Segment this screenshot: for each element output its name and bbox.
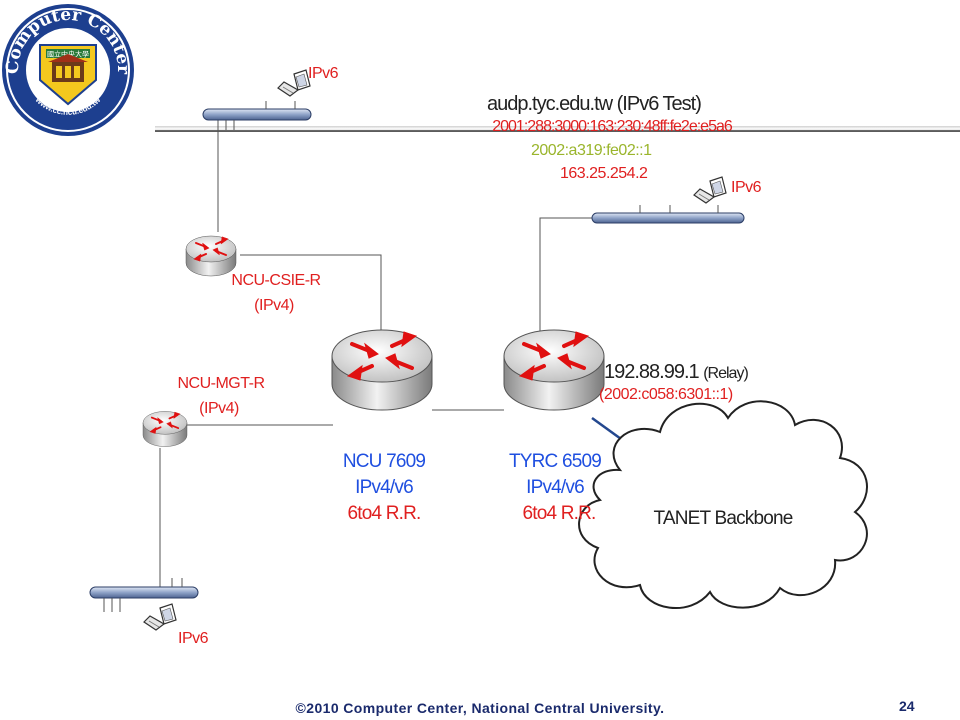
host-label-top-right: IPv6 <box>731 179 762 196</box>
relay-tag: (Relay) <box>703 365 749 382</box>
router-mgt-proto: (IPv4) <box>199 400 239 417</box>
tanet-cloud-label: TANET Backbone <box>653 508 793 529</box>
server-ipv6-address: 2001:288:3000:163:230:48ff:fe2e:e5a6 <box>492 118 733 135</box>
router-icon-ncu <box>330 328 434 412</box>
computer-center-logo: Computer Center www.cc.ncu.edu.tw 國立中央大學 <box>2 4 134 136</box>
bus-top-left <box>202 101 312 130</box>
laptop-icon <box>693 176 727 204</box>
router-tyrc-proto: IPv4/v6 <box>526 477 585 498</box>
host-label-top-left: IPv6 <box>308 65 339 82</box>
server-ipv4-address: 163.25.254.2 <box>560 165 648 182</box>
router-mgt-name: NCU-MGT-R <box>177 375 265 392</box>
router-icon-tyrc <box>502 328 606 412</box>
server-name: audp.tyc.edu.tw (IPv6 Test) <box>487 93 702 115</box>
router-ncu-proto: IPv4/v6 <box>355 477 414 498</box>
router-ncu-role: 6to4 R.R. <box>347 503 421 524</box>
router-icon-csie <box>185 235 237 277</box>
router-ncu-name: NCU 7609 <box>342 451 426 472</box>
server-6to4-address: 2002:a319:fe02::1 <box>531 142 652 159</box>
router-icon-mgt <box>142 410 188 448</box>
footer-copyright: ©2010 Computer Center, National Central … <box>295 700 665 716</box>
tanet-cloud <box>578 400 868 609</box>
relay-ipv4-address: 192.88.99.1 (Relay) <box>604 361 749 383</box>
laptop-icon <box>277 69 311 97</box>
laptop-icon <box>143 603 177 631</box>
router-tyrc-name: TYRC 6509 <box>508 451 602 472</box>
router-tyrc-role: 6to4 R.R. <box>522 503 596 524</box>
bus-bottom-left <box>89 578 199 612</box>
link-tyrc-topright-bus <box>539 217 594 338</box>
relay-ipv6-address: (2002:c058:6301::1) <box>599 386 733 403</box>
router-csie-proto: (IPv4) <box>254 297 294 314</box>
page-number: 24 <box>899 698 915 714</box>
router-csie-name: NCU-CSIE-R <box>231 272 321 289</box>
host-label-bottom-left: IPv6 <box>178 630 209 647</box>
bus-top-right <box>591 205 745 224</box>
network-links <box>159 120 594 588</box>
link-csie-ncu <box>240 254 382 338</box>
header-divider <box>155 126 960 132</box>
